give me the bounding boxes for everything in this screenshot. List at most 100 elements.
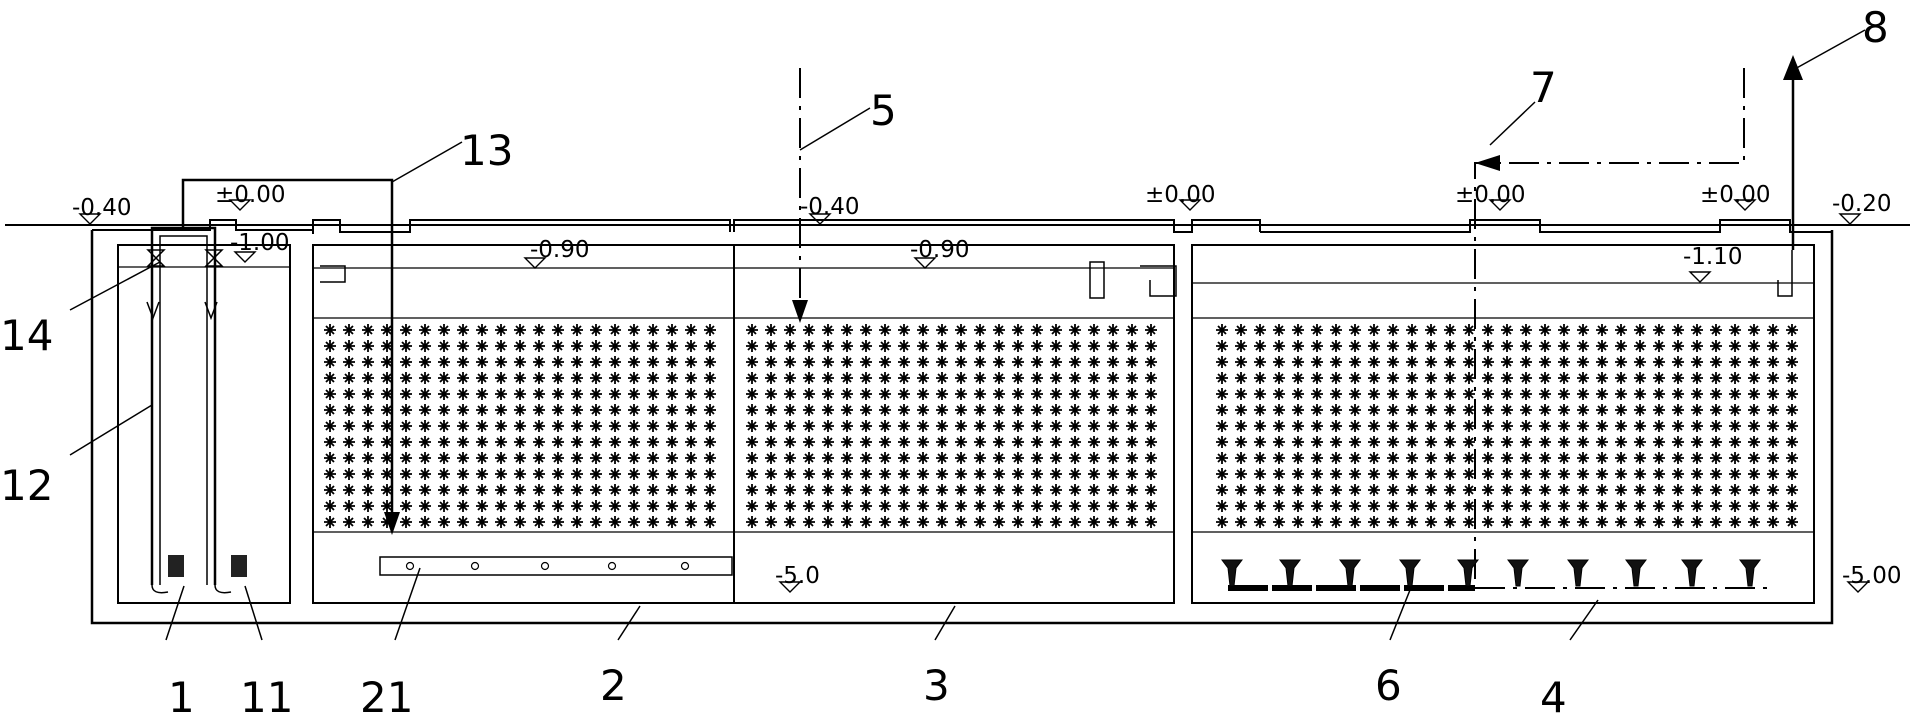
- media-unit: [974, 516, 986, 528]
- media-unit: [746, 372, 758, 384]
- media-unit: [1216, 468, 1228, 480]
- media-unit: [1482, 324, 1494, 336]
- media-unit: [419, 436, 431, 448]
- media-unit: [1748, 340, 1760, 352]
- media-unit: [476, 324, 488, 336]
- media-unit: [1596, 436, 1608, 448]
- media-unit: [381, 356, 393, 368]
- media-unit: [1387, 388, 1399, 400]
- media-unit: [1012, 468, 1024, 480]
- media-unit: [1145, 468, 1157, 480]
- media-unit: [571, 516, 583, 528]
- media-unit: [343, 404, 355, 416]
- media-unit: [1425, 484, 1437, 496]
- media-unit: [993, 500, 1005, 512]
- media-unit: [1520, 372, 1532, 384]
- media-unit: [784, 484, 796, 496]
- media-unit: [495, 372, 507, 384]
- media-unit: [571, 452, 583, 464]
- media-unit: [1501, 404, 1513, 416]
- media-unit: [803, 404, 815, 416]
- media-unit: [1748, 484, 1760, 496]
- media-unit: [552, 436, 564, 448]
- media-unit: [1235, 516, 1247, 528]
- media-unit: [1729, 500, 1741, 512]
- media-unit: [1368, 484, 1380, 496]
- media-unit: [746, 420, 758, 432]
- media-unit: [1672, 340, 1684, 352]
- media-unit: [841, 452, 853, 464]
- media-unit: [1273, 340, 1285, 352]
- media-unit: [419, 452, 431, 464]
- media-unit: [362, 500, 374, 512]
- media-unit: [514, 516, 526, 528]
- media-unit: [1729, 388, 1741, 400]
- media-unit: [1145, 388, 1157, 400]
- media-unit: [1615, 436, 1627, 448]
- media-unit: [1444, 420, 1456, 432]
- media-unit: [1710, 324, 1722, 336]
- media-unit: [1368, 372, 1380, 384]
- media-unit: [609, 388, 621, 400]
- media-unit: [1767, 324, 1779, 336]
- media-unit: [1729, 372, 1741, 384]
- media-unit: [955, 452, 967, 464]
- media-unit: [514, 324, 526, 336]
- media-unit: [324, 404, 336, 416]
- media-unit: [1729, 420, 1741, 432]
- media-unit: [917, 372, 929, 384]
- media-unit: [685, 324, 697, 336]
- media-unit: [860, 356, 872, 368]
- media-unit: [704, 516, 716, 528]
- media-unit: [362, 484, 374, 496]
- media-unit: [571, 372, 583, 384]
- elevation-triangle: [778, 581, 802, 593]
- media-unit: [343, 516, 355, 528]
- media-unit: [917, 484, 929, 496]
- media-unit: [1088, 356, 1100, 368]
- media-unit: [1012, 356, 1024, 368]
- media-unit: [955, 388, 967, 400]
- media-unit: [955, 516, 967, 528]
- media-unit: [1235, 420, 1247, 432]
- filler-media: [324, 324, 1798, 528]
- media-unit: [860, 372, 872, 384]
- media-unit: [419, 468, 431, 480]
- media-unit: [1406, 324, 1418, 336]
- media-unit: [1634, 404, 1646, 416]
- media-unit: [1050, 484, 1062, 496]
- media-unit: [495, 340, 507, 352]
- media-unit: [381, 516, 393, 528]
- media-unit: [746, 324, 758, 336]
- media-unit: [1558, 340, 1570, 352]
- media-unit: [1786, 500, 1798, 512]
- media-unit: [1558, 420, 1570, 432]
- media-unit: [1748, 516, 1760, 528]
- label-12: 12: [0, 461, 53, 510]
- media-unit: [628, 500, 640, 512]
- media-unit: [1387, 372, 1399, 384]
- media-unit: [1786, 404, 1798, 416]
- media-unit: [1235, 468, 1247, 480]
- diffuser-head: [1507, 559, 1529, 587]
- media-unit: [1126, 340, 1138, 352]
- media-unit: [1444, 404, 1456, 416]
- media-unit: [1501, 340, 1513, 352]
- elevation-marks: [78, 199, 1870, 593]
- media-unit: [552, 420, 564, 432]
- media-unit: [1069, 404, 1081, 416]
- media-unit: [1050, 388, 1062, 400]
- media-unit: [1577, 500, 1589, 512]
- media-unit: [1558, 500, 1570, 512]
- media-unit: [1050, 404, 1062, 416]
- media-unit: [803, 516, 815, 528]
- media-unit: [457, 500, 469, 512]
- media-unit: [1330, 404, 1342, 416]
- media-unit: [1069, 436, 1081, 448]
- media-unit: [1031, 484, 1043, 496]
- media-unit: [438, 468, 450, 480]
- media-unit: [1273, 324, 1285, 336]
- media-unit: [993, 484, 1005, 496]
- label-1: 1: [168, 673, 195, 720]
- media-unit: [1216, 324, 1228, 336]
